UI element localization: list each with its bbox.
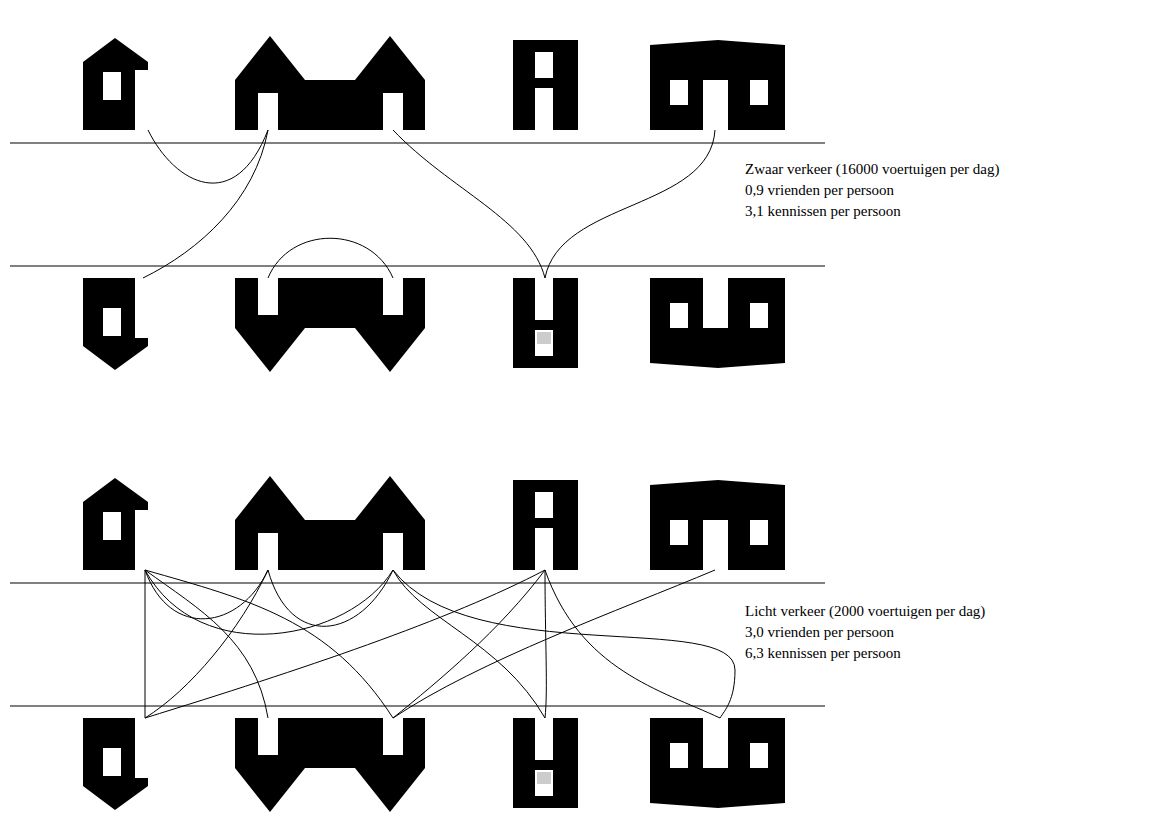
social-ties	[143, 130, 715, 278]
traffic-note: Licht verkeer (2000 voertuigen per dag)	[745, 602, 985, 620]
heavy-traffic-street	[10, 36, 825, 372]
traffic-note: 0,9 vrienden per persoon	[745, 181, 894, 199]
light-traffic-street	[10, 476, 825, 812]
social-ties	[145, 570, 735, 718]
traffic-note: 3,0 vrienden per persoon	[745, 623, 894, 641]
traffic-note: 6,3 kennissen per persoon	[745, 644, 901, 662]
traffic-note: Zwaar verkeer (16000 voertuigen per dag)	[745, 160, 999, 178]
traffic-note: 3,1 kennissen per persoon	[745, 202, 901, 220]
